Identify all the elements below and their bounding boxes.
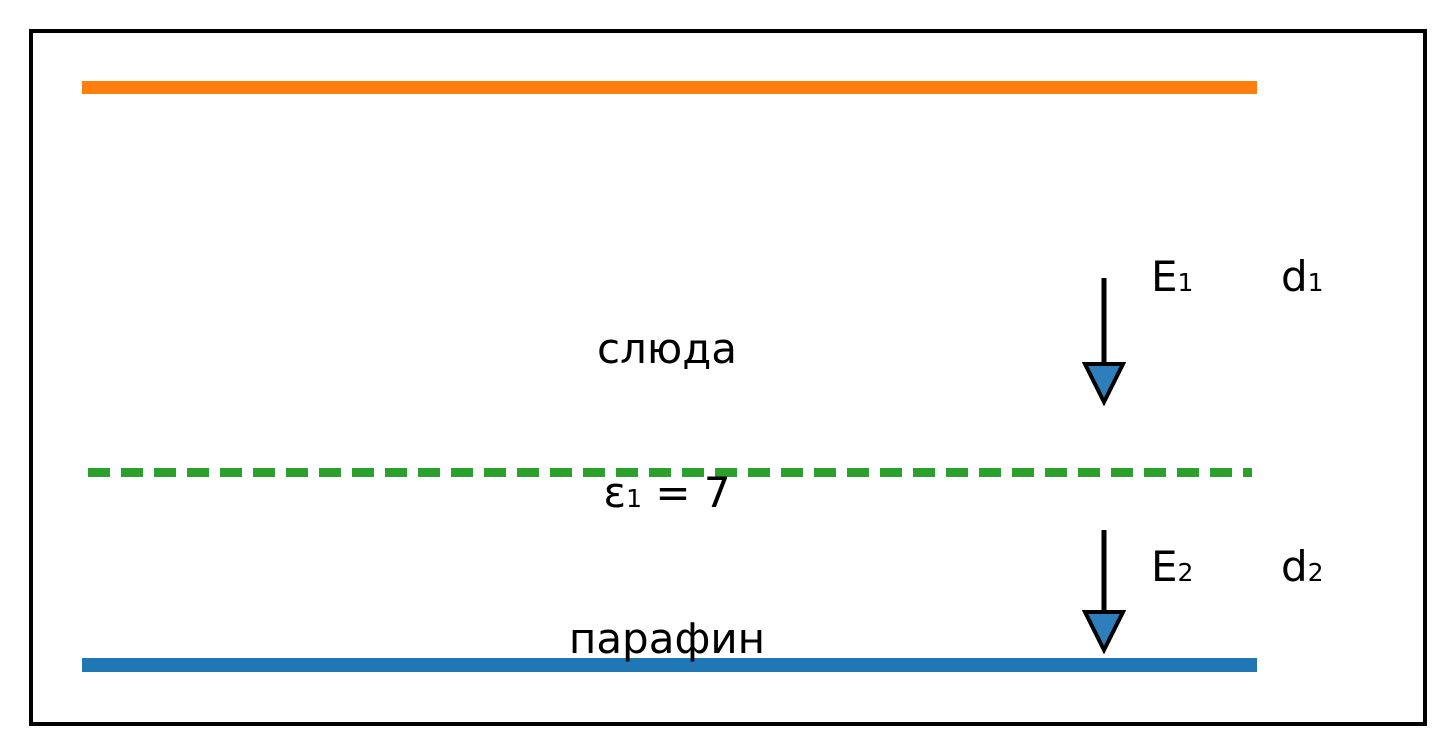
e1-subscript: 1 — [1177, 268, 1194, 297]
figure-border — [29, 29, 1427, 726]
d2-subscript: 2 — [1307, 558, 1324, 587]
top-capacitor-plate — [82, 81, 1257, 94]
paraffin-region-label: парафин ε2 = 2 — [467, 519, 867, 753]
dielectric-interface-dashed-line — [88, 468, 1252, 477]
mica-region-label: слюда ε1 = 7 — [467, 229, 867, 619]
mica-permittivity-subscript: 1 — [626, 484, 642, 513]
e2-subscript: 2 — [1177, 558, 1194, 587]
d1-subscript: 1 — [1307, 268, 1324, 297]
mica-material-name: слюда — [596, 324, 738, 373]
d2-thickness-label: d2 — [1281, 542, 1324, 591]
d1-thickness-label: d1 — [1281, 252, 1324, 301]
e1-field-arrow-icon — [1082, 278, 1126, 406]
mica-permittivity: ε1 = 7 — [603, 468, 731, 517]
e2-field-label: E2 — [1151, 542, 1194, 591]
e2-arrow-head — [1082, 610, 1126, 654]
e1-field-label: E1 — [1151, 252, 1194, 301]
bottom-capacitor-plate — [82, 658, 1257, 672]
e2-field-arrow-icon — [1082, 530, 1126, 654]
paraffin-material-name: парафин — [568, 614, 766, 663]
e1-arrow-head — [1082, 362, 1126, 406]
